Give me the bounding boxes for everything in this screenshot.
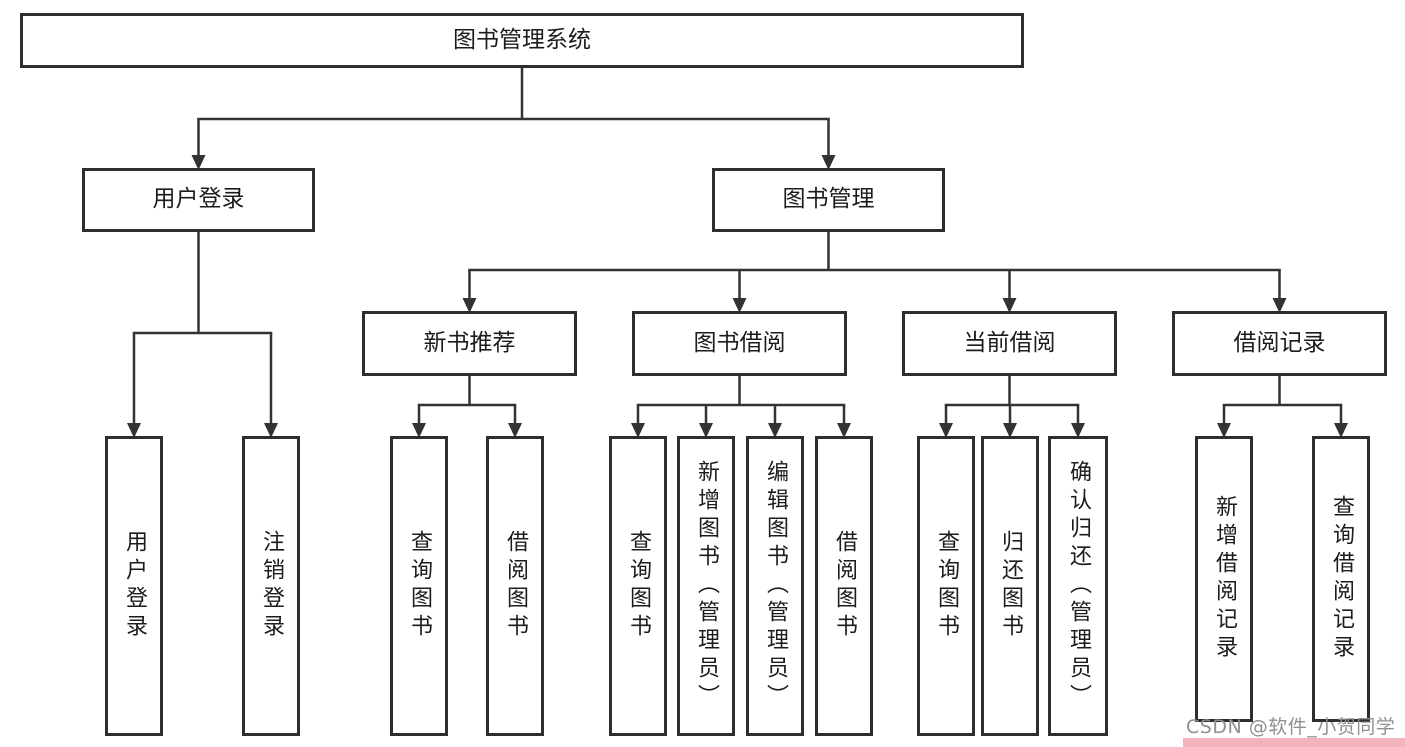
node-user-login: 用户登录 [82,168,315,232]
arrow-down-icon [1002,298,1017,313]
arrow-down-icon [412,423,426,438]
arrow-down-icon [1334,423,1348,438]
node-leaf-query-book-3: 查询图书 [917,436,975,736]
arrow-down-icon [821,155,836,170]
node-leaf-confirm-return: 确认归还（管理员） [1048,436,1108,736]
node-leaf-borrow-book-1: 借阅图书 [486,436,544,736]
node-new-book-rec: 新书推荐 [362,311,577,376]
node-borrow-records: 借阅记录 [1172,311,1387,376]
node-leaf-edit-book: 编辑图书（管理员） [746,436,804,736]
watermark-highlight-bar [1183,738,1405,747]
node-leaf-borrow-book-2: 借阅图书 [815,436,873,736]
arrow-down-icon [1272,298,1287,313]
arrow-down-icon [1003,423,1017,438]
arrow-down-icon [191,155,206,170]
node-leaf-query-book-1: 查询图书 [390,436,448,736]
node-leaf-add-book: 新增图书（管理员） [677,436,735,736]
arrow-down-icon [699,423,713,438]
arrow-down-icon [1071,423,1085,438]
node-book-mgmt: 图书管理 [712,168,945,232]
arrow-down-icon [1217,423,1231,438]
arrow-down-icon [732,298,747,313]
node-leaf-user-login: 用户登录 [105,436,163,736]
arrow-down-icon [631,423,645,438]
arrow-down-icon [462,298,477,313]
node-leaf-return-book: 归还图书 [981,436,1039,736]
node-leaf-logout: 注销登录 [242,436,300,736]
node-leaf-query-book-2: 查询图书 [609,436,667,736]
arrow-down-icon [127,423,141,438]
node-leaf-query-record: 查询借阅记录 [1312,436,1370,722]
arrow-down-icon [508,423,522,438]
arrow-down-icon [837,423,851,438]
csdn-watermark: CSDN @软件_小贺同学 [1186,716,1396,738]
arrow-down-icon [768,423,782,438]
node-current-borrow: 当前借阅 [902,311,1117,376]
node-root: 图书管理系统 [20,13,1024,68]
node-leaf-add-record: 新增借阅记录 [1195,436,1253,722]
arrow-down-icon [264,423,278,438]
node-book-borrow: 图书借阅 [632,311,847,376]
arrow-down-icon [939,423,953,438]
